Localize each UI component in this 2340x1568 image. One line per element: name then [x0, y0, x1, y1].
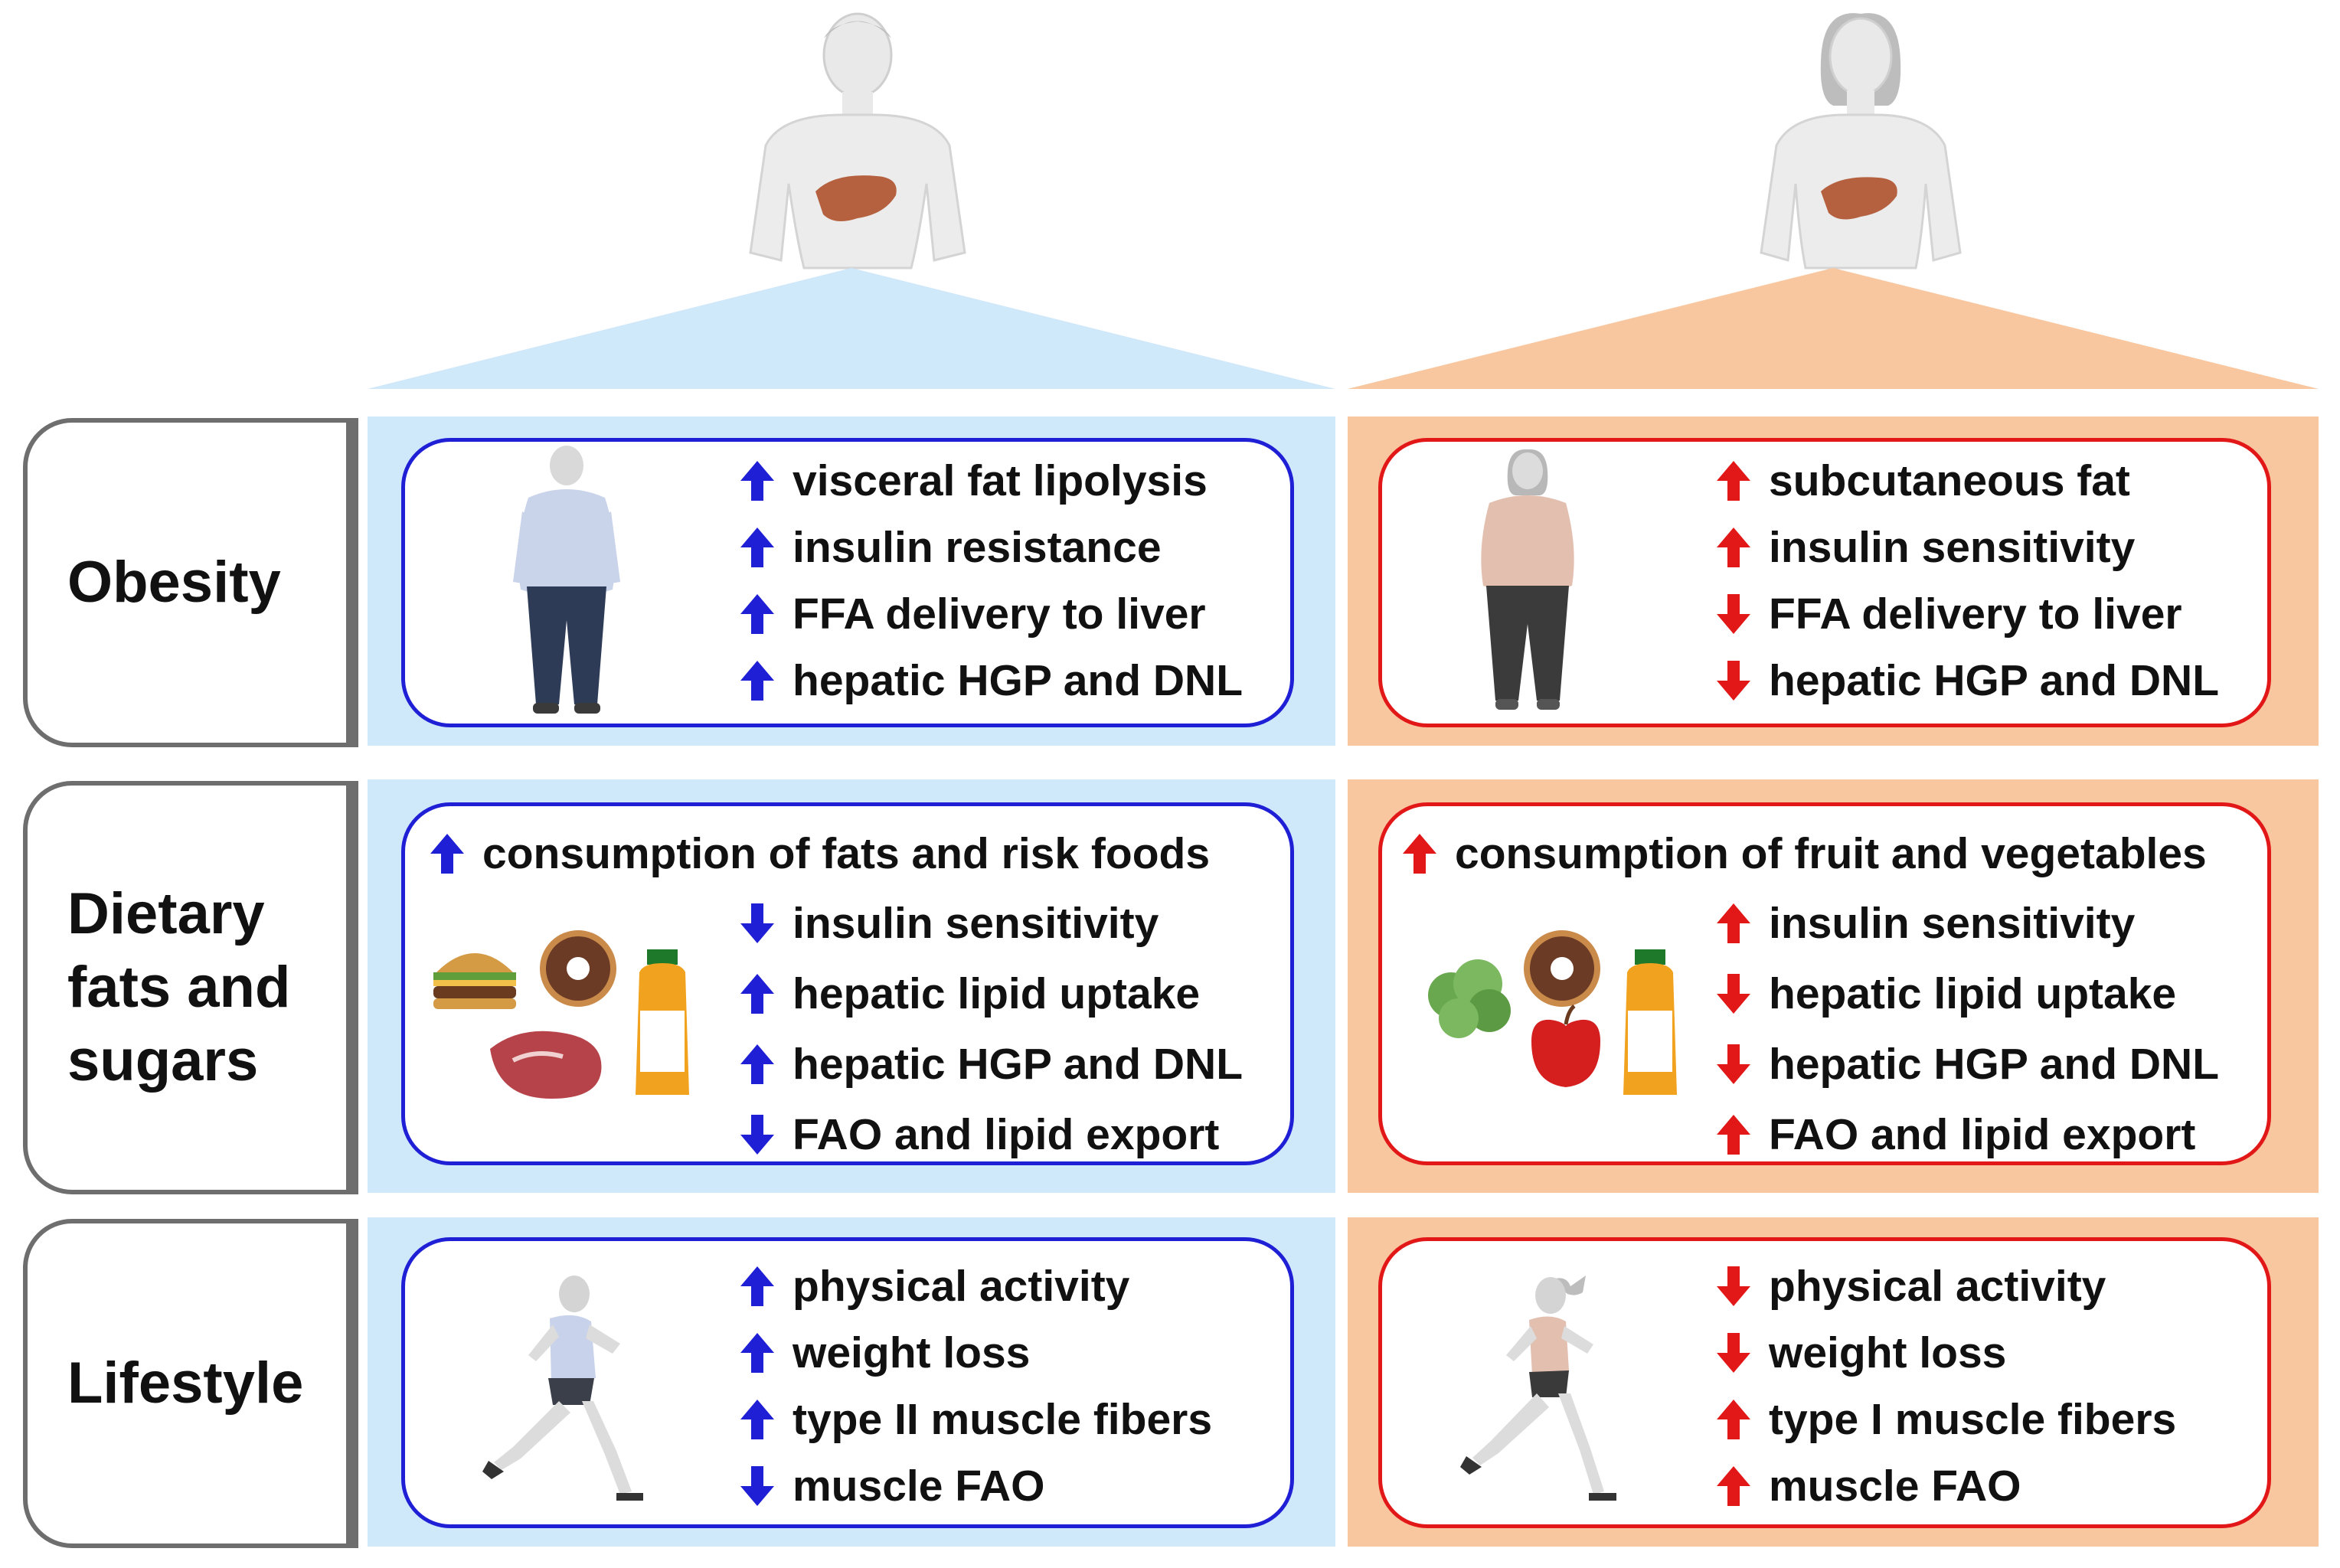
- arrow-down-icon: [1715, 1331, 1752, 1374]
- row-label-dietary: Dietary fats and sugars: [23, 781, 358, 1194]
- row-label-dietary-line-2: fats and: [67, 955, 291, 1020]
- male-obesity-effect-1-text: visceral fat lipolysis: [793, 456, 1208, 505]
- female-dietary-effect-1-text: insulin sensitivity: [1769, 899, 2136, 948]
- arrow-up-icon: [739, 972, 776, 1015]
- female-dietary-headline-text: consumption of fruit and vegetables: [1455, 829, 2207, 878]
- arrow-up-icon: [739, 1398, 776, 1441]
- female-torso-liver-icon: [1760, 13, 1962, 270]
- female-dietary-effect-2: hepatic lipid uptake: [1715, 963, 2176, 1024]
- female-lifestyle-effect-2-text: weight loss: [1769, 1328, 2007, 1377]
- female-lifestyle-effect-2: weight loss: [1715, 1322, 2006, 1383]
- male-runner-icon: [482, 1276, 643, 1501]
- arrow-down-icon: [1715, 593, 1752, 635]
- female-dietary-headline: consumption of fruit and vegetables: [1401, 823, 2207, 884]
- arrow-up-icon: [739, 1331, 776, 1374]
- male-obesity-effect-1: visceral fat lipolysis: [739, 450, 1208, 511]
- arrow-down-icon: [1715, 1265, 1752, 1308]
- female-dietary-effect-2-text: hepatic lipid uptake: [1769, 969, 2177, 1018]
- arrow-up-icon: [739, 1043, 776, 1086]
- arrow-down-icon: [1715, 972, 1752, 1015]
- male-lifestyle-effect-4-text: muscle FAO: [793, 1462, 1045, 1511]
- male-dietary-effect-2-text: hepatic lipid uptake: [793, 969, 1201, 1018]
- male-lifestyle-effect-3: type II muscle fibers: [739, 1389, 1212, 1450]
- arrow-up-icon: [739, 459, 776, 502]
- male-lifestyle-effect-2-text: weight loss: [793, 1328, 1031, 1377]
- arrow-down-icon: [739, 1465, 776, 1508]
- female-obese-figure-icon: [1481, 449, 1574, 710]
- female-lifestyle-box: [1378, 1237, 2271, 1528]
- female-obesity-effect-1: subcutaneous fat: [1715, 450, 2130, 511]
- arrow-up-icon: [1715, 902, 1752, 945]
- male-dietary-effect-4: FAO and lipid export: [739, 1104, 1219, 1165]
- male-dietary-headline-text: consumption of fats and risk foods: [482, 829, 1211, 878]
- arrow-up-icon: [1715, 459, 1752, 502]
- male-dietary-effect-1-text: insulin sensitivity: [793, 899, 1159, 948]
- female-obesity-effect-3-text: FFA delivery to liver: [1769, 590, 2182, 639]
- arrow-down-icon: [1715, 1043, 1752, 1086]
- male-obesity-effect-4-text: hepatic HGP and DNL: [793, 656, 1244, 705]
- male-lifestyle-effect-1-text: physical activity: [793, 1262, 1130, 1311]
- male-dietary-effect-1: insulin sensitivity: [739, 893, 1159, 954]
- female-dietary-effect-4: FAO and lipid export: [1715, 1104, 2195, 1165]
- row-label-lifestyle-text: Lifestyle: [67, 1351, 304, 1416]
- male-triangle: [368, 268, 1335, 389]
- female-lifestyle-effect-4: muscle FAO: [1715, 1455, 2021, 1517]
- female-obesity-effect-1-text: subcutaneous fat: [1769, 456, 2130, 505]
- female-dietary-effect-3: hepatic HGP and DNL: [1715, 1034, 2219, 1095]
- male-obesity-effect-2-text: insulin resistance: [793, 523, 1162, 572]
- male-lifestyle-effect-4: muscle FAO: [739, 1455, 1044, 1517]
- arrow-down-icon: [739, 1113, 776, 1156]
- female-dietary-effect-4-text: FAO and lipid export: [1769, 1110, 2196, 1159]
- male-obesity-effect-3: FFA delivery to liver: [739, 583, 1206, 645]
- arrow-up-icon: [739, 526, 776, 569]
- male-dietary-effect-4-text: FAO and lipid export: [793, 1110, 1220, 1159]
- row-label-dietary-line-1: Dietary: [67, 881, 265, 946]
- female-obesity-effect-2-text: insulin sensitivity: [1769, 523, 2136, 572]
- female-triangle: [1348, 268, 2319, 389]
- male-dietary-effect-2: hepatic lipid uptake: [739, 963, 1200, 1024]
- arrow-up-icon: [1715, 1398, 1752, 1441]
- male-dietary-headline: consumption of fats and risk foods: [429, 823, 1210, 884]
- arrow-up-icon: [739, 593, 776, 635]
- female-dietary-effect-1: insulin sensitivity: [1715, 893, 2135, 954]
- row-label-obesity-text: Obesity: [67, 550, 281, 615]
- arrow-up-icon: [1401, 832, 1438, 875]
- male-dietary-effect-3: hepatic HGP and DNL: [739, 1034, 1243, 1095]
- arrow-up-icon: [429, 832, 466, 875]
- male-dietary-effect-3-text: hepatic HGP and DNL: [793, 1040, 1244, 1089]
- female-lifestyle-effect-1: physical activity: [1715, 1256, 2106, 1317]
- arrow-down-icon: [739, 902, 776, 945]
- arrow-up-icon: [1715, 526, 1752, 569]
- female-obesity-effect-3: FFA delivery to liver: [1715, 583, 2182, 645]
- female-dietary-effect-3-text: hepatic HGP and DNL: [1769, 1040, 2220, 1089]
- male-obese-figure-icon: [513, 446, 620, 714]
- arrow-up-icon: [739, 659, 776, 702]
- arrow-down-icon: [1715, 659, 1752, 702]
- fruit-vegetables-icon: [1428, 930, 1677, 1095]
- male-torso-liver-icon: [749, 12, 966, 270]
- female-lifestyle-effect-4-text: muscle FAO: [1769, 1462, 2021, 1511]
- female-obesity-effect-4: hepatic HGP and DNL: [1715, 650, 2219, 711]
- female-lifestyle-effect-1-text: physical activity: [1769, 1262, 2106, 1311]
- row-label-lifestyle: Lifestyle: [23, 1219, 358, 1548]
- male-lifestyle-effect-2: weight loss: [739, 1322, 1030, 1383]
- male-lifestyle-effect-3-text: type II muscle fibers: [793, 1395, 1213, 1444]
- male-lifestyle-effect-1: physical activity: [739, 1256, 1129, 1317]
- male-obesity-effect-4: hepatic HGP and DNL: [739, 650, 1243, 711]
- risk-foods-icon: [433, 930, 689, 1099]
- female-runner-icon: [1460, 1276, 1616, 1501]
- male-obesity-effect-3-text: FFA delivery to liver: [793, 590, 1206, 639]
- female-lifestyle-effect-3: type I muscle fibers: [1715, 1389, 2176, 1450]
- male-obesity-effect-2: insulin resistance: [739, 517, 1162, 578]
- arrow-up-icon: [1715, 1113, 1752, 1156]
- female-lifestyle-effect-3-text: type I muscle fibers: [1769, 1395, 2177, 1444]
- row-label-obesity: Obesity: [23, 418, 358, 747]
- female-obesity-effect-2: insulin sensitivity: [1715, 517, 2135, 578]
- arrow-up-icon: [1715, 1465, 1752, 1508]
- female-obesity-effect-4-text: hepatic HGP and DNL: [1769, 656, 2220, 705]
- row-label-dietary-line-3: sugars: [67, 1028, 259, 1093]
- arrow-up-icon: [739, 1265, 776, 1308]
